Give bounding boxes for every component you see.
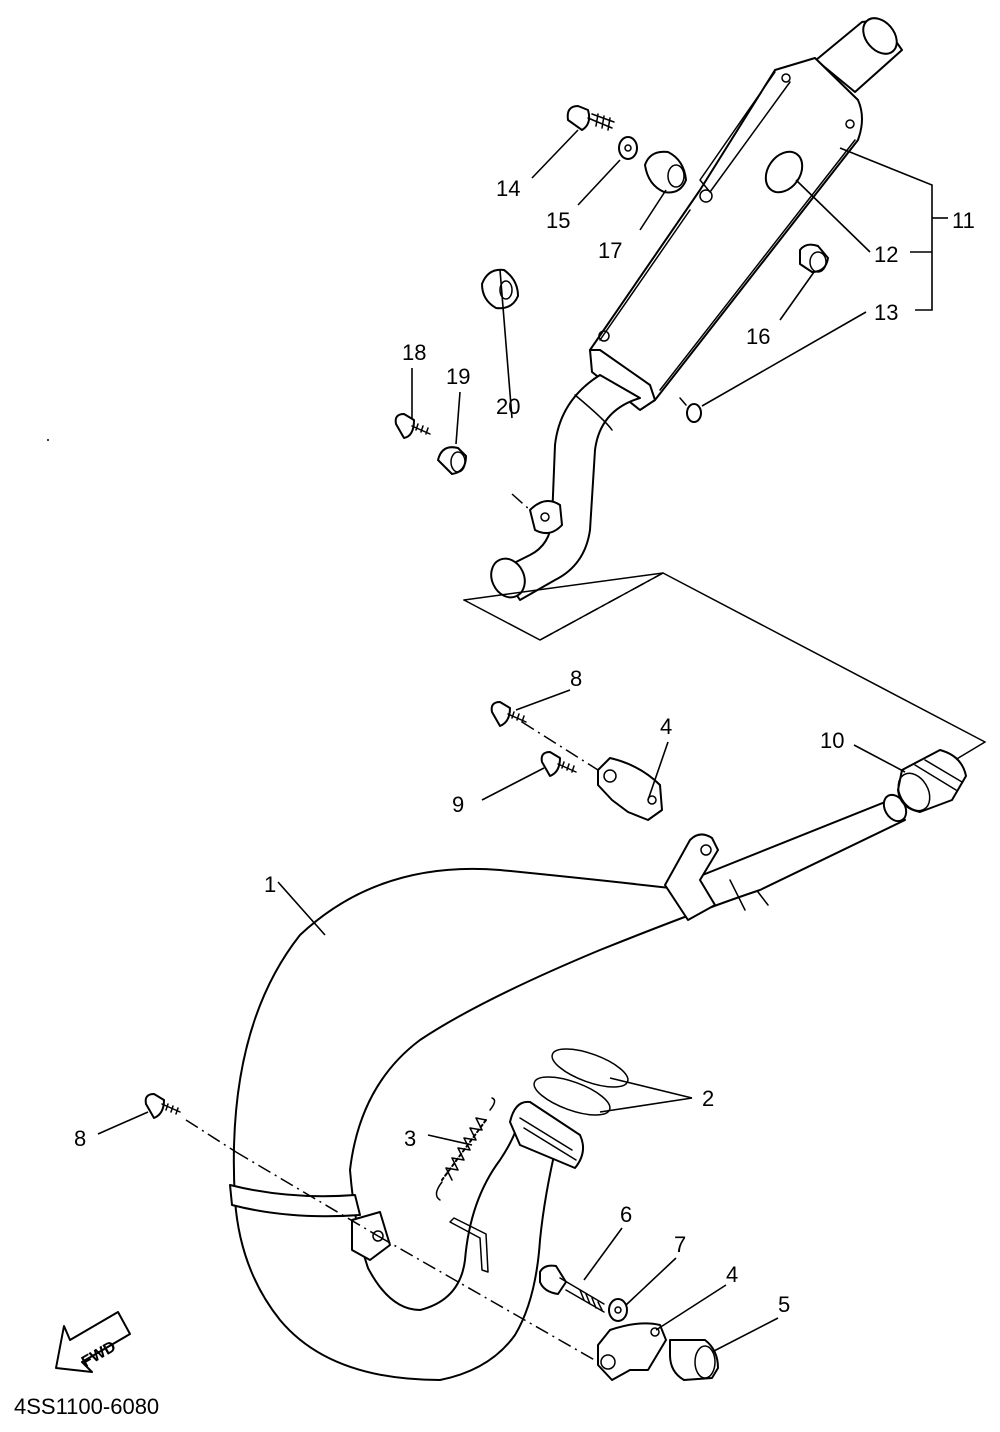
- callout-15: 15: [546, 208, 570, 233]
- collar-19-part: [437, 446, 467, 475]
- callouts: 14 15 17 11 12 16 13 18 19 20 8 4 10 9 1…: [74, 176, 975, 1317]
- callout-11: 11: [952, 208, 975, 233]
- bolt-18-part: [394, 413, 431, 439]
- exhaust-pipe-1: [229, 793, 908, 1381]
- stay-4-upper-part: [597, 757, 663, 821]
- bolt-14-part: [566, 105, 615, 131]
- callout-3: 3: [404, 1126, 416, 1151]
- washer-7-part: [608, 1298, 628, 1322]
- bolt-6-part: [539, 1264, 605, 1313]
- callout-7: 7: [674, 1232, 686, 1257]
- screw-13-part: [679, 397, 702, 423]
- damper-20-part: [481, 268, 519, 310]
- callout-5: 5: [778, 1292, 790, 1317]
- callout-20: 20: [496, 394, 520, 419]
- washer-15-part: [618, 136, 638, 160]
- seal-10-part: [897, 749, 967, 813]
- callout-2: 2: [702, 1086, 714, 1111]
- callout-8-top: 8: [570, 666, 582, 691]
- bolt-8-top-part: [490, 701, 527, 727]
- callout-16: 16: [746, 324, 770, 349]
- callout-10: 10: [820, 728, 844, 753]
- bolt-8-left-part: [144, 1093, 181, 1119]
- collar-5-part: [669, 1339, 719, 1381]
- o-ring-2-upper: [551, 1048, 629, 1088]
- callout-9: 9: [452, 792, 464, 817]
- callout-4-upper: 4: [660, 714, 672, 739]
- callout-19: 19: [446, 364, 470, 389]
- collar-16-part: [799, 243, 829, 273]
- callout-14: 14: [496, 176, 520, 201]
- callout-8-left: 8: [74, 1126, 86, 1151]
- callout-13: 13: [874, 300, 898, 325]
- callout-17: 17: [598, 238, 622, 263]
- bracket-11-lines: [839, 147, 933, 311]
- callout-1: 1: [264, 872, 276, 897]
- stay-4-lower-part: [597, 1322, 667, 1381]
- callout-6: 6: [620, 1202, 632, 1227]
- damper-17-part: [644, 150, 687, 194]
- bolt-9-part: [540, 751, 577, 777]
- fwd-arrow-icon: FWD: [55, 1311, 131, 1373]
- callout-18: 18: [402, 340, 426, 365]
- silencer-assembly: [490, 17, 903, 601]
- spring-3-part: [435, 1097, 496, 1201]
- callout-4-lower: 4: [726, 1262, 738, 1287]
- diagram-code: 4SS1100-6080: [14, 1394, 159, 1419]
- leader-lines: [97, 129, 906, 1353]
- callout-12: 12: [874, 242, 898, 267]
- o-ring-2-lower: [533, 1076, 611, 1116]
